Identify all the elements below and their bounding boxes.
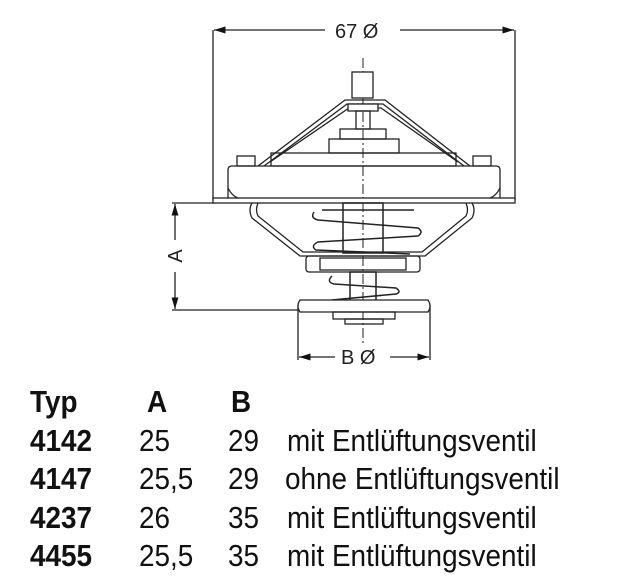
- row-note: mit Entlüftungsventil: [287, 423, 537, 458]
- header-typ: Typ: [30, 384, 78, 419]
- b-label: B Ø: [341, 347, 375, 369]
- row-a: 25,5: [139, 538, 194, 573]
- row-a: 26: [139, 500, 171, 535]
- piston-pin: [328, 71, 400, 154]
- row-note: mit Entlüftungsventil: [287, 538, 537, 573]
- flange: [212, 152, 516, 204]
- a-dimension: [171, 202, 300, 311]
- diameter-label: 67 Ø: [335, 21, 378, 43]
- header-b: B: [231, 384, 252, 419]
- row-typ: 4147: [30, 461, 93, 496]
- row-b: 35: [228, 500, 260, 535]
- row-note: mit Entlüftungsventil: [287, 500, 537, 535]
- thermostat-drawing: 67 Ø A B Ø: [165, 20, 516, 369]
- row-note: ohne Entlüftungsventil: [285, 461, 560, 496]
- valve-plate: [297, 299, 431, 325]
- diameter-dimension: [212, 26, 516, 200]
- row-typ: 4455: [30, 538, 93, 573]
- lower-bracket: [249, 202, 475, 273]
- header-a: A: [147, 384, 168, 419]
- b-dimension: [297, 305, 431, 361]
- row-typ: 4237: [30, 500, 93, 535]
- row-a: 25,5: [139, 461, 194, 496]
- row-a: 25: [139, 423, 171, 458]
- row-b: 29: [228, 423, 260, 458]
- a-label: A: [165, 249, 187, 263]
- row-b: 29: [228, 461, 260, 496]
- row-typ: 4142: [30, 423, 93, 458]
- row-b: 35: [228, 538, 260, 573]
- main-spring: [311, 202, 422, 255]
